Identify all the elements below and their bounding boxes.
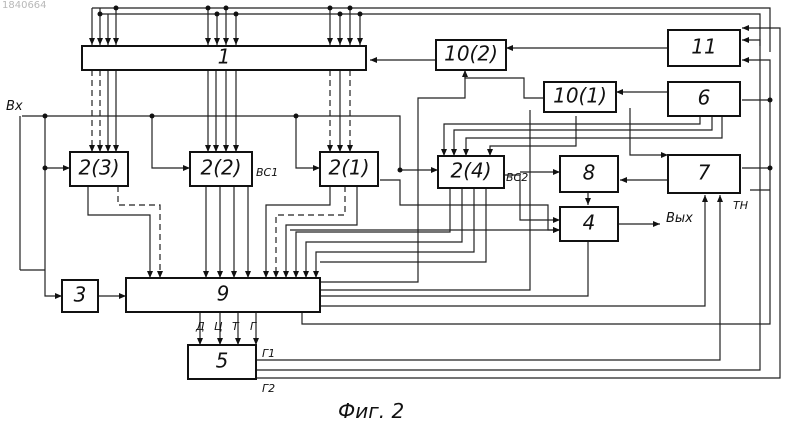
block-1-label: 1 — [218, 45, 231, 69]
block-9-label: 9 — [217, 282, 230, 306]
block-8-label: 8 — [583, 161, 596, 185]
tn-label: ТН — [733, 199, 748, 212]
block-6: 6 — [668, 82, 740, 116]
signal-labels: Вх Вых ВС1 ВС2 ТН Г1 Г2 Д Ц Т Г — [6, 99, 748, 395]
output-label: Вых — [666, 211, 693, 226]
t-label: Т — [232, 320, 240, 333]
block-10-1: 10(1) — [544, 82, 616, 112]
block-2-2-label: 2(2) — [200, 156, 241, 180]
block-7-label: 7 — [698, 161, 711, 185]
block-2-3-label: 2(3) — [78, 156, 119, 180]
figure-caption: Фиг. 2 — [338, 399, 404, 423]
sc1-label: ВС1 — [256, 166, 278, 179]
block-7: 7 — [668, 155, 740, 193]
block-2-3: 2(3) — [70, 152, 128, 186]
input-label: Вх — [6, 99, 23, 114]
block-2-1-label: 2(1) — [328, 156, 369, 180]
block-4-label: 4 — [583, 211, 596, 235]
d-label: Д — [195, 320, 205, 333]
block-3: 3 — [62, 280, 98, 312]
block-3-label: 3 — [74, 283, 87, 307]
block-4: 4 — [560, 207, 618, 241]
block-8: 8 — [560, 156, 618, 192]
block-10-2-label: 10(2) — [444, 42, 498, 66]
block-2-2: 2(2) — [190, 152, 252, 186]
block-6-label: 6 — [698, 86, 711, 110]
block-10-2: 10(2) — [436, 40, 506, 70]
block-2-4-label: 2(4) — [450, 159, 491, 183]
g-label: Г — [250, 320, 257, 333]
block-11-label: 11 — [691, 35, 716, 59]
block-1: 1 — [82, 45, 366, 71]
block-2-1: 2(1) — [320, 152, 378, 186]
sc2-label: ВС2 — [506, 171, 528, 184]
archive-stamp: 1840664 — [2, 0, 47, 11]
block-5-label: 5 — [216, 349, 229, 373]
block-2-4: 2(4) — [438, 156, 504, 188]
block-5: 5 — [188, 345, 256, 379]
ts-label: Ц — [214, 320, 223, 333]
block-9: 9 — [126, 278, 320, 312]
block-11: 11 — [668, 30, 740, 66]
block-10-1-label: 10(1) — [553, 84, 607, 108]
g1-label: Г1 — [262, 347, 275, 360]
g2-label: Г2 — [262, 382, 275, 395]
